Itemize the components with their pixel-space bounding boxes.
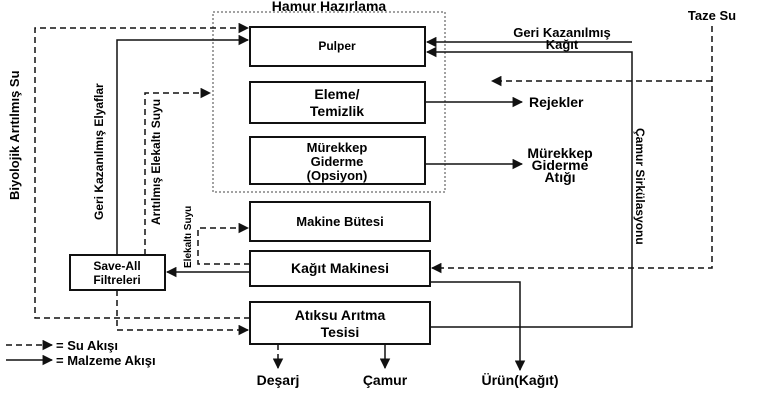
screening-cleaning-box: Eleme/ Temizlik bbox=[249, 81, 426, 124]
product-label: Ürün(Kağıt) bbox=[482, 372, 559, 388]
recovered-fibers-flow bbox=[116, 34, 250, 255]
pulper-label: Pulper bbox=[318, 39, 356, 53]
sludge-circulation-flow bbox=[425, 46, 633, 328]
white-water-label: Elekaltı Suyu bbox=[183, 206, 194, 268]
machine-chest-label: Makine Bütesi bbox=[296, 214, 383, 229]
legend-material-label: = Malzeme Akışı bbox=[56, 353, 156, 368]
treated-white-water-label: Arıtılmış Elekaltı Suyu bbox=[149, 99, 163, 225]
recovered-paper-label-line1: Geri Kazanılmış bbox=[513, 25, 611, 40]
sludge-label: Çamur bbox=[363, 372, 408, 388]
group-title: Hamur Hazırlama bbox=[272, 0, 387, 14]
wastewater-treatment-box: Atıksu Arıtma Tesisi bbox=[249, 301, 431, 345]
save-all-label-line1: Save-All bbox=[93, 259, 140, 273]
pulper-box: Pulper bbox=[249, 26, 426, 67]
product-output-arrow bbox=[430, 281, 526, 372]
wastewater-label-line2: Tesisi bbox=[321, 324, 360, 340]
recovered-paper-label-line2: Kağıt bbox=[546, 37, 579, 52]
deinking-label-line1: Mürekkep bbox=[307, 140, 368, 155]
deinking-waste-label-line1: Mürekkep bbox=[527, 145, 592, 161]
white-water-flow bbox=[197, 222, 250, 265]
wastewater-label-line1: Atıksu Arıtma bbox=[295, 307, 386, 323]
legend: = Su Akışı = Malzeme Akışı bbox=[6, 338, 156, 368]
saveall-to-wastewater-flow bbox=[116, 290, 250, 336]
paper-machine-label: Kağıt Makinesi bbox=[291, 260, 389, 276]
deinking-waste-label-line2: Giderme bbox=[532, 157, 589, 173]
deinking-box: Mürekkep Giderme (Opsiyon) bbox=[249, 136, 426, 185]
discharge-label: Deşarj bbox=[257, 372, 300, 388]
deinking-waste-label-line3: Atığı bbox=[544, 169, 575, 185]
legend-water-label: = Su Akışı bbox=[56, 338, 118, 353]
biological-treated-water-label: Biyolojik Arıtılmış Su bbox=[7, 70, 22, 200]
save-all-label-line2: Filtreleri bbox=[93, 273, 140, 287]
fresh-water-flow bbox=[430, 26, 713, 274]
recovered-fibers-label: Geri Kazanılmış Elyaflar bbox=[92, 83, 106, 220]
paper-machine-box: Kağıt Makinesi bbox=[249, 250, 431, 287]
deinking-label-line3: (Opsiyon) bbox=[307, 168, 368, 183]
screening-label-line2: Temizlik bbox=[310, 103, 364, 119]
screening-label-line1: Eleme/ bbox=[314, 86, 359, 102]
sludge-circulation-label: Çamur Sirkülasyonu bbox=[633, 128, 647, 245]
machine-chest-box: Makine Bütesi bbox=[249, 201, 431, 242]
rejects-label: Rejekler bbox=[529, 94, 584, 110]
treated-white-water-flow bbox=[144, 87, 212, 255]
save-all-filters-box: Save-All Filtreleri bbox=[69, 254, 166, 291]
biological-treated-water-flow bbox=[34, 22, 250, 319]
fresh-water-label: Taze Su bbox=[688, 8, 736, 23]
deinking-label-line2: Giderme bbox=[311, 154, 364, 169]
